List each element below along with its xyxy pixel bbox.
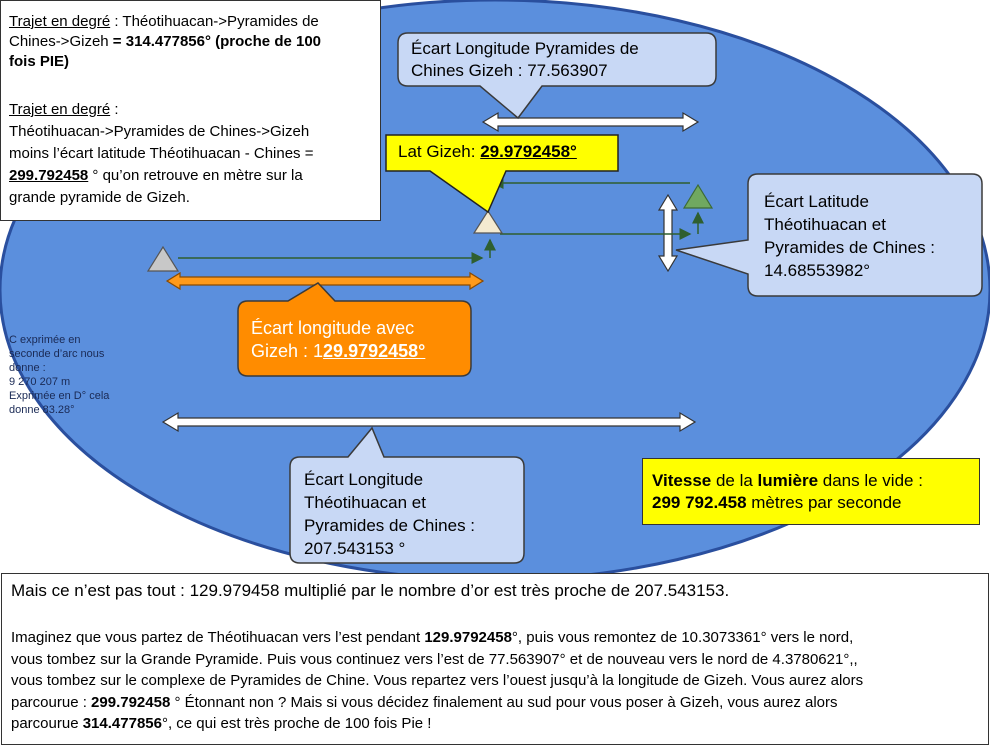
callout-longitude-teo-bubble xyxy=(289,426,525,564)
callout-lat-gizeh-text: Lat Gizeh: 29.9792458° xyxy=(398,142,577,162)
small-note-l3: donne : xyxy=(9,362,46,374)
p1-sep: : xyxy=(110,13,123,30)
bottom-l1a: Imaginez que vous partez de Théotihuacan… xyxy=(11,629,425,646)
small-note-l5: Exprimée en D° cela xyxy=(9,390,110,402)
p2-line1: Théotihuacan->Pyramides de Chines->Gizeh xyxy=(9,123,310,140)
lat-gizeh-value: 29.9792458° xyxy=(480,142,577,161)
bottom-l1c: °, puis vous remontez de 10.3073361° ver… xyxy=(511,629,854,646)
p1-text-b: Chines->Gizeh xyxy=(9,33,109,50)
top-left-info-box xyxy=(0,0,381,221)
p2-label: Trajet en degré xyxy=(9,101,111,118)
p2-line2: moins l’écart latitude Théotihuacan - Ch… xyxy=(9,145,314,162)
callout-longitude-teo-line2: Théotihuacan et xyxy=(304,493,426,512)
p1-label: Trajet en degré xyxy=(9,13,111,30)
bottom-explanation-box xyxy=(1,573,989,745)
p2-line3: ° qu’on retrouve en mètre sur la xyxy=(88,167,303,184)
small-note: C exprimée en seconde d’arc nous donne :… xyxy=(9,333,109,417)
bottom-l3: vous tombez sur le complexe de Pyramides… xyxy=(11,672,864,689)
p2-sep: : xyxy=(110,101,119,118)
bottom-paragraph: Imaginez que vous partez de Théotihuacan… xyxy=(11,627,863,735)
callout-orange-text: Écart longitude avec Gizeh : 129.9792458… xyxy=(251,317,425,363)
bottom-l4b: 299.792458 xyxy=(91,693,171,711)
speed-of-light-box xyxy=(642,458,980,525)
callout-orange-line1: Écart longitude avec xyxy=(251,318,415,338)
callout-orange-line2-a: Gizeh : 1 xyxy=(251,341,324,361)
speed-value: 299 792.458 xyxy=(652,493,747,512)
small-note-l1: C exprimée en xyxy=(9,334,81,346)
teotihuacan-triangle-icon xyxy=(146,245,180,272)
callout-latitude-bubble xyxy=(675,173,983,297)
callout-longitude-teo-line3: Pyramides de Chines : xyxy=(304,516,476,535)
bottom-l1b: 129.9792458 xyxy=(424,629,512,646)
speed-unit: mètres par seconde xyxy=(746,493,902,512)
top-left-p2: Trajet en degré : Théotihuacan->Pyramide… xyxy=(9,99,379,209)
callout-latitude-line1: Écart Latitude xyxy=(764,192,869,211)
callout-longitude-teo-text: Écart Longitude Théotihuacan et Pyramide… xyxy=(304,468,475,560)
callout-latitude-line2: Théotihuacan et xyxy=(764,215,886,234)
small-note-l4: 9 270 207 m xyxy=(9,376,71,388)
bottom-l5a: parcourue xyxy=(11,715,83,732)
callout-longitude-pyr-line1: Écart Longitude Pyramides de xyxy=(411,39,639,58)
callout-longitude-pyr-bubble xyxy=(397,32,717,120)
p1-text-a: Théotihuacan->Pyramides de xyxy=(122,13,319,30)
speed-of-light-text: Vitesse de la lumière dans le vide : 299… xyxy=(652,470,923,514)
bottom-l5b: 314.477856 xyxy=(82,715,162,732)
top-left-p1: Trajet en degré : Théotihuacan->Pyramide… xyxy=(9,12,377,72)
callout-longitude-pyr-text: Écart Longitude Pyramides de Chines Gize… xyxy=(411,38,639,82)
double-arrow-longitude-pyr xyxy=(481,111,700,133)
double-arrow-longitude-teo xyxy=(161,411,697,433)
callout-latitude-line3: Pyramides de Chines : xyxy=(764,238,936,257)
double-arrow-latitude xyxy=(657,193,679,273)
bottom-l2: vous tombez sur la Grande Pyramide. Puis… xyxy=(11,650,858,668)
speed-word-vitesse: Vitesse xyxy=(652,471,712,490)
speed-word-de-la: de la xyxy=(711,471,758,490)
bottom-l5c: °, ce qui est très proche de 100 fois Pi… xyxy=(161,715,432,732)
callout-orange-value: 29.9792458° xyxy=(323,341,426,361)
lat-gizeh-label: Lat Gizeh: xyxy=(398,142,481,161)
speed-word-lumiere: lumière xyxy=(757,471,819,490)
small-note-l2: seconde d’arc nous xyxy=(9,348,105,360)
bottom-line0: Mais ce n’est pas tout : 129.979458 mult… xyxy=(11,581,730,600)
p2-value: 299.792458 xyxy=(9,167,89,184)
small-note-l6: donne 83.28° xyxy=(9,404,75,416)
bottom-l4c: ° Étonnant non ? Mais si vous décidez fi… xyxy=(170,693,838,711)
p2-line4: grande pyramide de Gizeh. xyxy=(9,189,190,206)
callout-orange-bubble xyxy=(237,282,472,377)
callout-longitude-teo-line1: Écart Longitude xyxy=(304,470,424,489)
speed-word-vide: dans le vide : xyxy=(818,471,923,490)
p1-value: = 314.477856° (proche de 100 xyxy=(108,33,322,50)
double-arrow-orange xyxy=(165,271,485,291)
callout-longitude-pyr-line2: Chines Gizeh : 77.563907 xyxy=(411,61,608,80)
callout-longitude-teo-line4: 207.543153 ° xyxy=(304,539,406,558)
callout-lat-gizeh-bubble xyxy=(385,134,619,214)
china-triangle-icon xyxy=(682,183,714,209)
bottom-l4a: parcourue : xyxy=(11,693,92,711)
gizeh-triangle-icon xyxy=(472,209,504,234)
callout-latitude-line4: 14.68553982° xyxy=(764,261,871,280)
p1-value-b: fois PIE) xyxy=(9,53,70,70)
callout-latitude-text: Écart Latitude Théotihuacan et Pyramides… xyxy=(764,190,935,282)
